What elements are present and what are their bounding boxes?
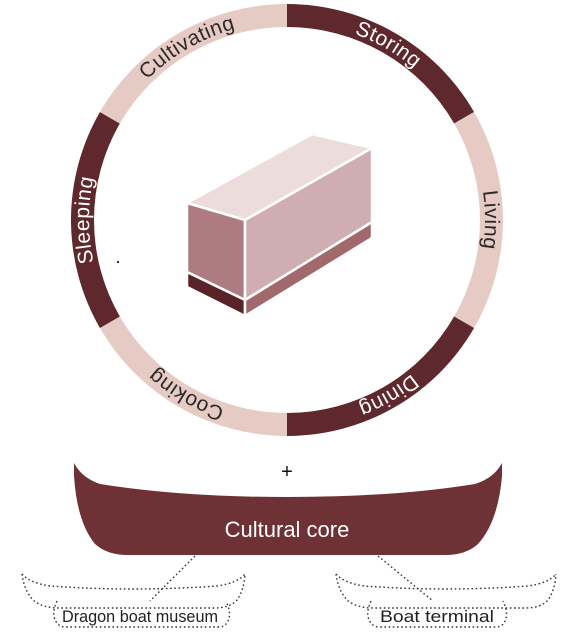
dot-mark — [116, 260, 120, 264]
ring-label-living: Living — [478, 189, 503, 251]
ring-label-storing: Storing — [352, 17, 425, 73]
ring-segment-cooking — [99, 316, 288, 436]
boat-terminal-label: Boat terminal — [380, 607, 494, 626]
ring-label-sleeping: Sleeping — [71, 174, 99, 266]
cultural-core-label: Cultural core — [225, 517, 350, 542]
dragon-boat-museum-label: Dragon boat museum — [62, 607, 218, 626]
branch-connector-right — [377, 555, 434, 602]
dragon-boat-museum-boat — [21, 573, 246, 609]
boat-terminal-boat — [335, 573, 557, 609]
house-block — [185, 132, 374, 318]
dragon-boat-museum-tag — [53, 600, 231, 628]
cultural-core-boat — [74, 463, 502, 555]
plus-sign: + — [281, 461, 293, 483]
branch-connector-left — [149, 555, 196, 602]
ring-label-cultivating: Cultivating — [135, 11, 238, 83]
ring-segment-living — [454, 112, 503, 328]
ring-segment-dining — [287, 316, 475, 436]
block-base-side — [243, 220, 374, 318]
ring-segment-sleeping — [71, 112, 120, 328]
ring-label-dining: Dining — [356, 370, 423, 422]
ring-segment-storing — [287, 4, 475, 124]
ring-segment-cultivating — [99, 4, 288, 124]
ring-label-cooking: Cooking — [144, 364, 227, 425]
